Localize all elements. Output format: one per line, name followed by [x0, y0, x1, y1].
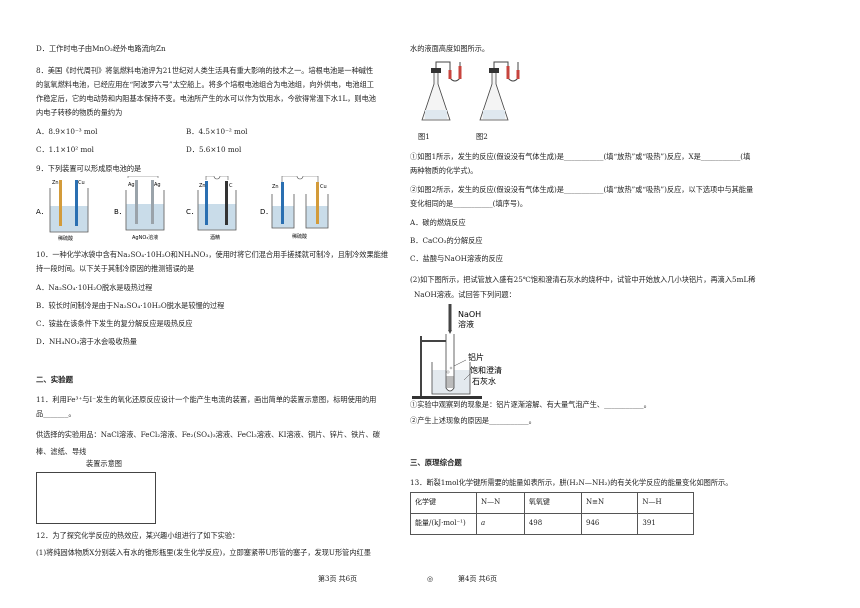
q12-1-2-line: 变化相同的是___________(填序号)。	[410, 199, 528, 208]
q12-2-line: NaOH溶液。试回答下列问题：	[414, 290, 516, 299]
q12-2-line: (2)如下图所示，把试管放入盛有25℃饱和澄清石灰水的烧杯中，试管中开始放入几小…	[410, 275, 756, 284]
q9-a-solution: 稀硫酸	[58, 235, 73, 242]
q11-supplies-line: 棒、滤纸、导线	[36, 447, 87, 456]
q9-b-electrode-1: Ag	[128, 182, 135, 188]
section-heading-principle: 三、原理综合题	[410, 458, 462, 467]
q9-label-a: A．	[36, 208, 48, 216]
q10-stem-line: 持一段时间。以下关于其制冷原因的推测错误的是	[36, 264, 195, 273]
q9-label-c: C．	[186, 208, 198, 216]
q9-apparatus-d: Zn Cu 稀硫酸	[271, 176, 329, 240]
q9-a-electrode-2: Cu	[78, 180, 85, 186]
q9-b-solution: AgNO₃溶液	[132, 234, 158, 241]
q8-option-d: D．5.6×10 mol	[186, 145, 242, 154]
section-heading-experiment: 二、实验题	[36, 375, 73, 384]
table-header-cell: 氧氧键	[523, 492, 583, 514]
fig-limewater-label: 饱和澄清	[470, 365, 502, 375]
q8-stem-line: 内电子转移的物质的量约为	[36, 108, 123, 117]
q11-stem-line: 11．利用Fe³⁺与I⁻发生的氧化还原反应设计一个能产生电流的装置，画出简单的装…	[36, 395, 377, 404]
q8-stem-line: 作稳定后，它的电动势和内阻基本保持不变。电池所产生的水可以作为饮用水，今欲得常温…	[36, 94, 376, 103]
table-header-cell: N—H	[637, 492, 694, 514]
q12-option-a: A．碳的燃烧反应	[410, 218, 466, 227]
q9-apparatus-figures: A． Zn Cu 稀硫酸 B． Ag Ag AgNO₃溶液 C．	[36, 176, 329, 242]
figure-2-caption: 图2	[476, 132, 488, 141]
q9-apparatus-c: Zn C 酒精	[197, 176, 237, 241]
table-row: 能量/(kJ·mol⁻¹) a 498 946 391	[410, 513, 694, 535]
q9-label-d: D．	[260, 208, 272, 216]
table-cell: a	[476, 513, 525, 535]
page-number-left: 第3页 共6页	[318, 575, 358, 583]
q12-2-1-line: ①实验中观察到的现象是：铝片逐渐溶解、有大量气泡产生、___________。	[410, 400, 651, 409]
bond-energy-table: 化学键 N—N 氧氧键 N≡N N—H 能量/(kJ·mol⁻¹) a 498 …	[410, 492, 694, 535]
q11-diagram-answer-box[interactable]	[36, 472, 156, 524]
q9-apparatus-a: Zn Cu 稀硫酸	[49, 180, 89, 242]
q8-stem-line: 的氢氧燃料电池，已经应用在“阿波罗六号”太空船上。将多个培根电池组合为电池组，向…	[36, 80, 374, 89]
q9-d-electrode-1: Zn	[272, 184, 279, 190]
q11-diagram-title: 装置示意图	[86, 459, 122, 468]
q12-2-2-line: ②产生上述现象的原因是___________。	[410, 416, 536, 425]
q12-1-2-line: ②如图2所示，发生的反应(假设没有气体生成)是___________(填“放热”…	[410, 185, 754, 194]
fig-limewater-label: 石灰水	[472, 376, 496, 386]
figure-1-flask	[421, 61, 462, 121]
table-header-cell: N≡N	[581, 492, 639, 514]
figure-2-flask	[479, 61, 520, 121]
figure-1-caption: 图1	[418, 132, 430, 141]
q9-c-electrode-1: Zn	[199, 183, 206, 189]
q8-option-b: B．4.5×10⁻² mol	[186, 127, 248, 136]
binding-mark-icon: ◎	[427, 575, 434, 583]
q8-option-c: C．1.1×10² mol	[36, 145, 94, 154]
fig-naoh-label: NaOH	[458, 310, 481, 319]
q9-apparatus-b: Ag Ag AgNO₃溶液	[125, 176, 165, 241]
q12-beaker-apparatus: NaOH 溶液 铝片 饱和澄清 石灰水	[412, 304, 502, 399]
q10-stem-line: 10．一种化学冰袋中含有Na₂SO₄·10H₂O和NH₄NO₃，使用时将它们混合…	[36, 250, 389, 259]
q10-option-c: C．铵盐在该条件下发生的复分解反应是吸热反应	[36, 319, 193, 328]
q9-d-electrode-2: Cu	[320, 184, 327, 190]
q9-stem: 9．下列装置可以形成原电池的是	[36, 164, 142, 173]
q12-option-c: C．盐酸与NaOH溶液的反应	[410, 254, 503, 263]
table-header-cell: 化学键	[410, 492, 477, 514]
table-cell: 391	[637, 513, 694, 535]
q12-flask-figures	[421, 61, 520, 121]
q12-1-1-line: ①如图1所示，发生的反应(假设没有气体生成)是___________(填“放热”…	[410, 152, 751, 161]
fig-naoh-label: 溶液	[458, 319, 474, 329]
q10-option-a: A．Na₂SO₄·10H₂O脱水是吸热过程	[36, 283, 153, 292]
q10-option-d: D．NH₄NO₃溶于水会吸收热量	[36, 337, 137, 346]
q13-stem: 13．断裂1mol化学键所需要的能量如表所示，肼(H₂N—NH₂)的有关化学反应…	[410, 478, 733, 487]
q10-option-b: B．较长时间制冷是由于Na₂SO₄·10H₂O脱水是较慢的过程	[36, 301, 225, 310]
table-header-cell: N—N	[476, 492, 525, 514]
q8-option-d-prev: D．工作时电子由MnO₂经外电路流向Zn	[36, 44, 166, 53]
q9-a-electrode-1: Zn	[52, 180, 59, 186]
q9-c-solution: 酒精	[210, 234, 220, 241]
q11-stem-line: 品_______。	[36, 409, 76, 418]
q9-d-solution: 稀硫酸	[292, 233, 307, 240]
q9-label-b: B．	[114, 208, 126, 216]
table-row-label: 能量/(kJ·mol⁻¹)	[410, 513, 477, 535]
fig-aluminum-label: 铝片	[468, 352, 484, 362]
q8-stem-line: 8．美国《时代周刊》将氢燃料电池评为21世纪对人类生活具有重大影响的技术之一。培…	[36, 66, 374, 75]
q8-option-a: A．8.9×10⁻³ mol	[36, 127, 98, 136]
q12-part1-line: (1)将纯固体物质X分别装入有水的锥形瓶里(发生化学反应)，立即塞紧带U形管的塞…	[36, 548, 371, 557]
q11-supplies-line: 供选择的实验用品：NaCl溶液、FeCl₂溶液、Fe₂(SO₄)₃溶液、FeCl…	[36, 430, 380, 439]
q12-stem: 12．为了探究化学反应的热效应，某兴趣小组进行了如下实验：	[36, 531, 240, 540]
q12-option-b: B．CaCO₃的分解反应	[410, 236, 483, 245]
q12-continued-line: 水的液面高度如图所示。	[410, 44, 490, 53]
table-cell: 498	[523, 513, 583, 535]
q9-b-electrode-2: Ag	[154, 182, 161, 188]
q12-1-1-line: 两种物质的化学式)。	[410, 166, 478, 175]
table-cell: 946	[581, 513, 639, 535]
q9-c-electrode-2: C	[229, 183, 233, 189]
page-number-right: 第4页 共6页	[458, 575, 498, 583]
table-header-row: 化学键 N—N 氧氧键 N≡N N—H	[410, 492, 694, 514]
